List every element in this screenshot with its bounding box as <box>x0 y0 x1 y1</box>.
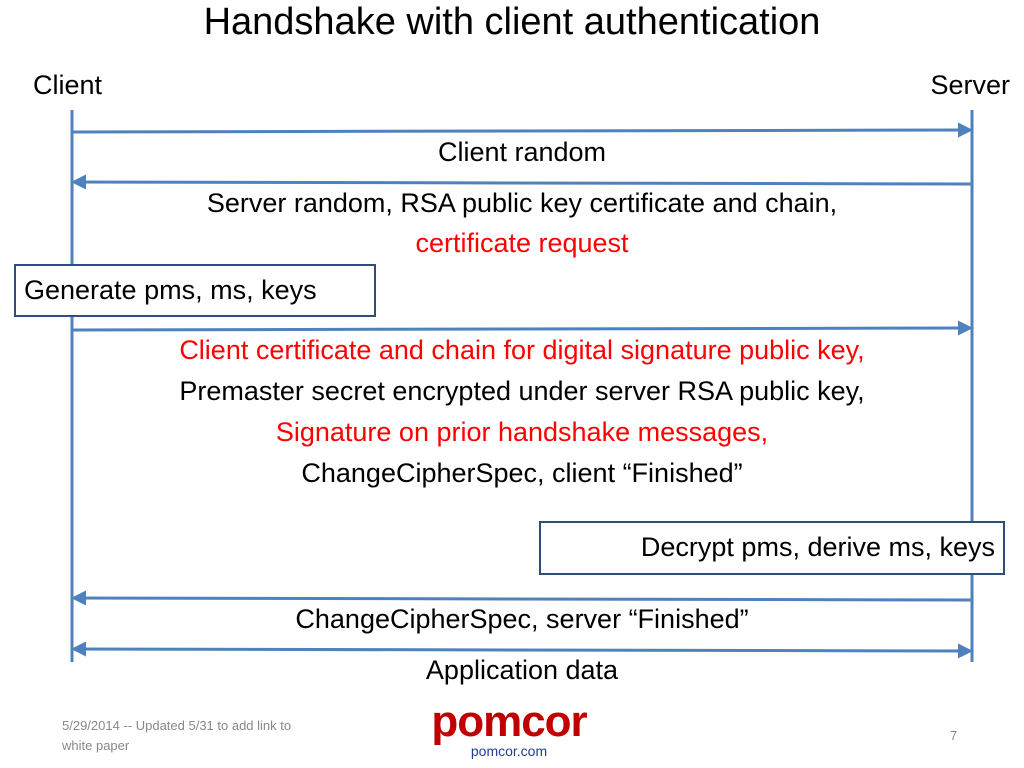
message-client-line3: Signature on prior handshake messages, <box>275 417 769 447</box>
message-server-hello-line2: certificate request <box>415 228 629 258</box>
server-action-box: Decrypt pms, derive ms, keys <box>539 521 1005 575</box>
page-number: 7 <box>950 728 958 743</box>
message-client-line2: Premaster secret encrypted under server … <box>179 376 865 406</box>
message-client-line4: ChangeCipherSpec, client “Finished” <box>301 458 743 488</box>
message-client-line1: Client certificate and chain for digital… <box>179 335 865 365</box>
arrow-client-to-server-2 <box>71 320 973 336</box>
logo-url: pomcor.com <box>470 743 548 759</box>
arrow-server-to-client-2 <box>71 590 973 606</box>
message-server-hello-line1: Server random, RSA public key certificat… <box>206 188 838 218</box>
arrow-client-to-server-1 <box>71 122 973 138</box>
message-server-finished: ChangeCipherSpec, server “Finished” <box>295 604 749 634</box>
footer-date-note: 5/29/2014 -- Updated 5/31 to add link to… <box>62 718 292 753</box>
arrow-bidirectional-data <box>71 641 973 659</box>
logo-wordmark: pomcor <box>431 697 587 746</box>
client-label: Client <box>33 70 103 100</box>
message-client-random: Client random <box>437 137 607 167</box>
pomcor-logo: pomcor pomcor.com <box>420 697 598 759</box>
message-application-data: Application data <box>425 655 619 685</box>
arrow-server-to-client-1 <box>71 174 973 190</box>
server-label: Server <box>930 70 1010 100</box>
slide-title: Handshake with client authentication <box>203 1 821 43</box>
client-action-box: Generate pms, ms, keys <box>14 264 376 317</box>
